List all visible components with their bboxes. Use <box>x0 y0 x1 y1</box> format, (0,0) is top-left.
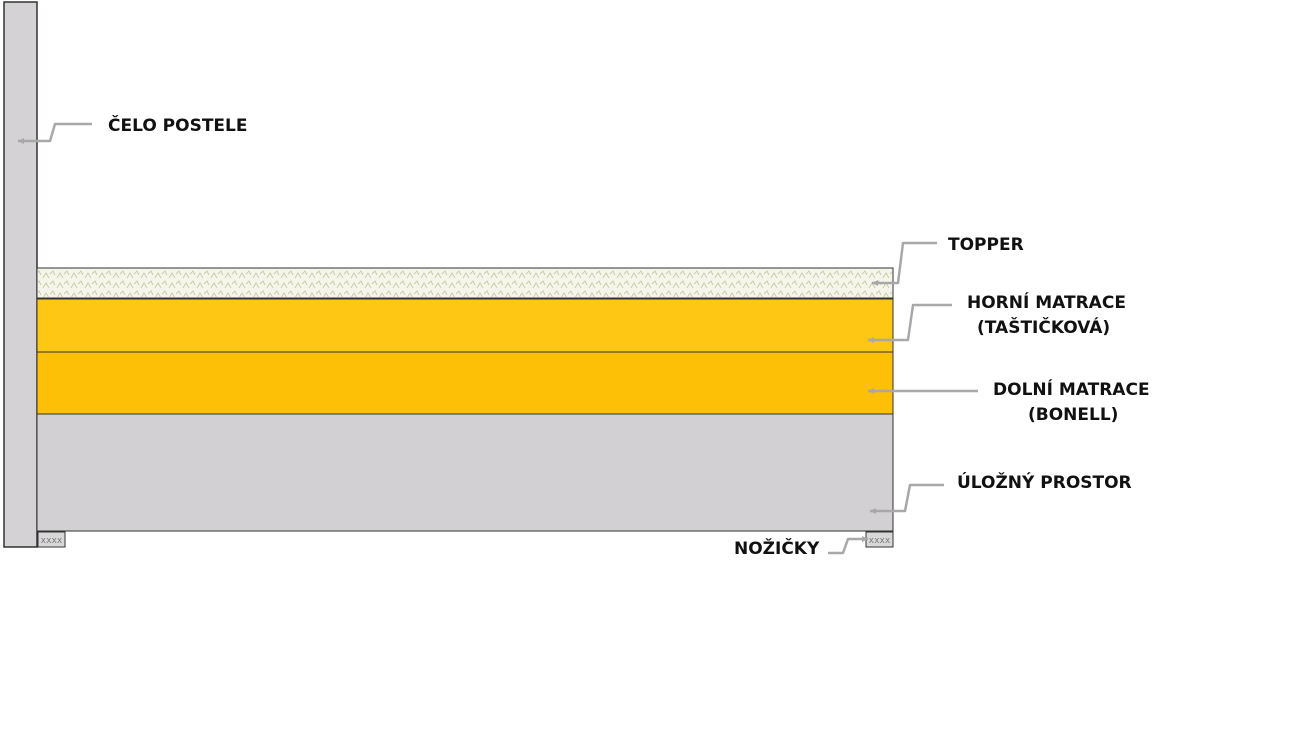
svg-text:xxxx: xxxx <box>41 536 63 546</box>
storage-layer <box>36 413 894 532</box>
topper-label: TOPPER <box>948 235 1024 255</box>
topper-texture <box>38 269 892 297</box>
svg-text:xxxx: xxxx <box>869 536 891 546</box>
bed-foot-left: xxxx <box>37 531 66 548</box>
storage-leader-line <box>870 483 944 514</box>
lower-mattress-label-line-1: DOLNÍ MATRACE <box>993 378 1150 400</box>
storage-label-line-1: ÚLOŽNÝ PROSTOR <box>957 471 1132 493</box>
headboard-label-line-1: ČELO POSTELE <box>108 114 248 136</box>
lower-mattress-label-line-2: (BONELL) <box>1028 405 1118 425</box>
storage-label: ÚLOŽNÝ PROSTOR <box>957 471 1132 493</box>
topper-leader-line <box>872 241 937 286</box>
feet-leader-line <box>828 536 868 555</box>
lower-mattress-layer <box>36 351 894 415</box>
feet-label: NOŽIČKY <box>734 537 820 559</box>
upper-mattress-label-line-2: (TAŠTIČKOVÁ) <box>977 316 1110 338</box>
headboard-label: ČELO POSTELE <box>108 114 248 136</box>
lower-mattress-label: DOLNÍ MATRACE (BONELL) <box>993 378 1155 425</box>
headboard-leader-line <box>18 122 92 144</box>
upper-mattress-leader-line <box>868 303 952 343</box>
upper-mattress-label-line-1: HORNÍ MATRACE <box>967 291 1126 313</box>
upper-mattress-label: HORNÍ MATRACE (TAŠTIČKOVÁ) <box>967 291 1132 338</box>
feet-label-line-1: NOŽIČKY <box>734 537 820 559</box>
topper-label-line-1: TOPPER <box>948 235 1024 255</box>
headboard <box>3 1 38 548</box>
upper-mattress-layer <box>36 298 894 353</box>
bed-foot-right: xxxx <box>865 531 894 548</box>
